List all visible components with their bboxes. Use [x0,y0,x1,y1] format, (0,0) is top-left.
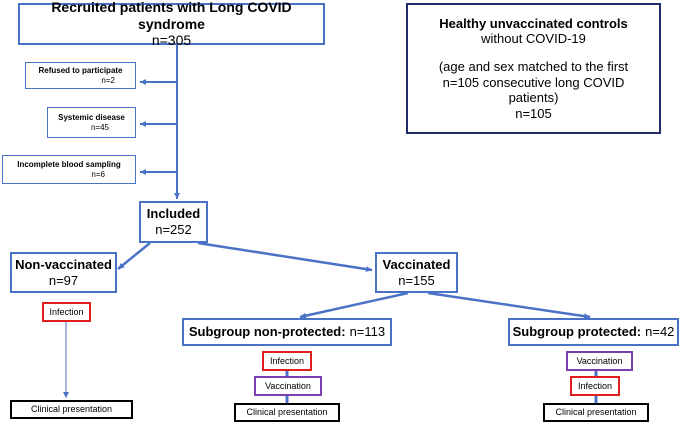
controls-title: Healthy unvaccinated controls [439,15,628,31]
recruited-box: Recruited patients with Long COVID syndr… [18,0,325,48]
controls-line2: without COVID-19 [481,31,586,47]
included-label: Included [146,206,201,222]
controls-line4: n=105 consecutive long COVID [442,74,625,90]
incomplete-n: n=6 [91,169,105,179]
infection-label: Infection [577,380,613,391]
systemic-n: n=45 [90,122,109,132]
recruited-n: n=305 [151,32,192,49]
infection-box-protected: Infection [570,376,620,396]
systemic-label: Systemic disease [58,112,125,122]
vaccination-label: Vaccination [265,380,311,391]
controls-line5: patients) [508,90,559,106]
to-subp-link [427,291,591,320]
recruited-title: Recruited patients with Long COVID syndr… [51,0,292,32]
vaccination-box-protected: Vaccination [566,351,633,371]
non-vaccinated-label: Non-vaccinated [15,256,112,272]
refused-n: n=2 [101,75,115,85]
vaccinated-label: Vaccinated [382,256,451,272]
controls-line3: (age and sex matched to the first [438,58,629,74]
controls-n: n=105 [515,105,552,121]
vaccination-box-nonprotected: Vaccination [254,376,322,396]
included-box: Included n=252 [139,201,208,243]
clinical-presentation-box-nonprotected: Clinical presentation [234,403,340,422]
to-subnp-link [299,291,409,319]
clinical-presentation-label: Clinical presentation [246,407,328,418]
infection-box-nonvacc: Infection [42,302,91,322]
refused-label: Refused to participate [38,65,123,75]
included-n: n=252 [155,222,192,237]
refused-box: Refused to participate n=2 [25,62,136,89]
to-nonvacc-link [117,242,151,270]
infection-label: Infection [49,306,84,317]
non-vaccinated-box: Non-vaccinated n=97 [10,252,117,293]
subgroup-protected-n: n=42 [645,324,675,340]
systemic-box: Systemic disease n=45 [47,107,136,138]
clinical-presentation-box-protected: Clinical presentation [543,403,649,422]
vaccinated-n: n=155 [398,272,435,288]
subgroup-non-protected-label: Subgroup non-protected: [188,324,346,340]
clinical-presentation-box-nonvacc: Clinical presentation [10,400,133,419]
controls-box: Healthy unvaccinated controls without CO… [406,3,661,134]
infection-box-nonprotected: Infection [262,351,312,371]
clinical-presentation-label: Clinical presentation [30,404,113,415]
non-vaccinated-n: n=97 [48,272,79,288]
clinical-presentation-label: Clinical presentation [555,407,637,418]
incomplete-box: Incomplete blood sampling n=6 [2,155,136,184]
subgroup-protected-label: Subgroup protected: [512,324,642,340]
subgroup-non-protected-n: n=113 [349,324,386,340]
subgroup-non-protected-box: Subgroup non-protected: n=113 [182,318,392,346]
vaccination-label: Vaccination [576,355,623,366]
incomplete-label: Incomplete blood sampling [17,159,121,169]
subgroup-protected-box: Subgroup protected: n=42 [508,318,679,346]
to-vacc-link [197,241,373,273]
infection-label: Infection [269,355,305,366]
vaccinated-box: Vaccinated n=155 [375,252,458,293]
